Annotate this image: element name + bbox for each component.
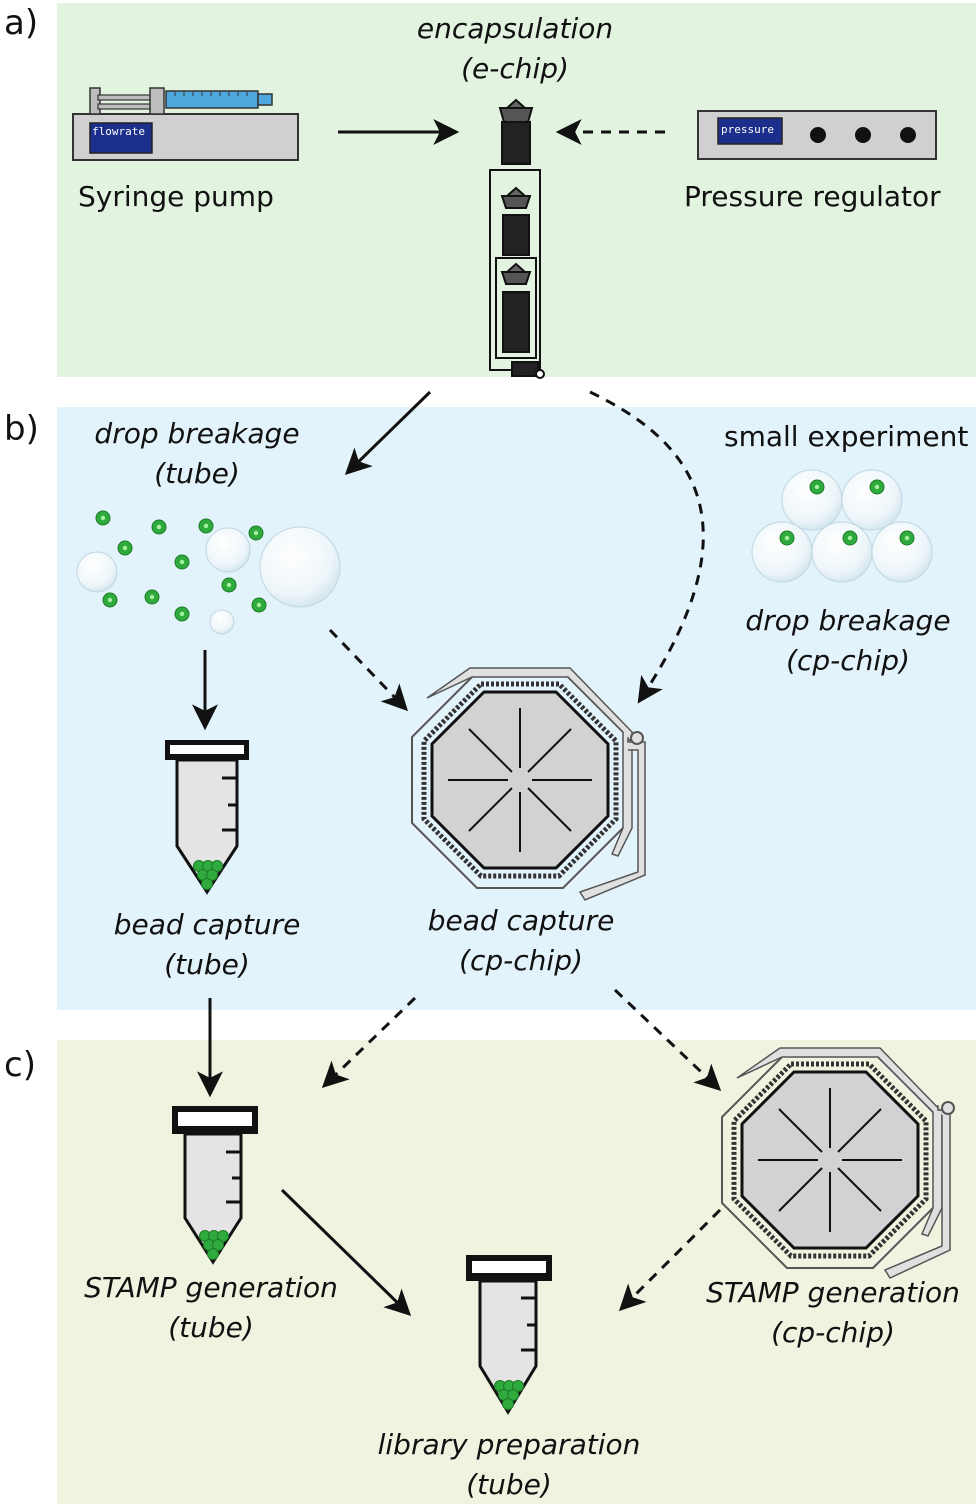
library-tube-icon <box>466 1255 552 1415</box>
bead-capture-tube-icon <box>165 740 249 895</box>
bead-capture-cp-sub: (cp-chip) <box>459 944 583 977</box>
library-prep-sub: (tube) <box>466 1468 552 1501</box>
panel-c-letter: c) <box>4 1045 36 1085</box>
encapsulation-label: encapsulation <box>417 12 613 45</box>
bead-capture-cp-label: bead capture <box>428 904 615 937</box>
stamp-tube-icon <box>172 1106 258 1265</box>
stamp-cp-label: STAMP generation <box>706 1276 960 1309</box>
drop-breakage-tube-sub: (tube) <box>154 457 240 490</box>
e-chip-icon <box>489 98 545 379</box>
library-prep-label: library preparation <box>378 1428 641 1461</box>
stamp-cp-sub: (cp-chip) <box>771 1316 895 1349</box>
drop-beads <box>779 479 915 546</box>
cp-chip-icon <box>411 667 646 901</box>
bead-capture-tube-sub: (tube) <box>164 948 250 981</box>
pressure-regulator-label: Pressure regulator <box>684 180 941 213</box>
pressure-regulator-icon: pressure <box>697 110 937 160</box>
arrow-cp-to-stamp-tube <box>321 996 417 1089</box>
drop-breakage-cp-sub: (cp-chip) <box>786 644 910 677</box>
arrow-drops-to-cp-chip <box>328 628 409 712</box>
panel-b-letter: b) <box>4 409 39 449</box>
drop-bead-centers <box>784 484 910 541</box>
stamp-cp-chip-icon <box>721 1047 955 1279</box>
arrow-chip-to-drop-breakage <box>344 390 432 476</box>
broken-drops-icon <box>76 526 341 635</box>
small-experiment-label: small experiment <box>724 420 968 453</box>
stamp-tube-label: STAMP generation <box>84 1271 338 1304</box>
svg-text:flowrate: flowrate <box>92 125 145 138</box>
encapsulation-chip-label: (e-chip) <box>461 52 569 85</box>
syringe-pump-icon: flowrate <box>72 87 299 161</box>
syringe-pump-label: Syringe pump <box>78 180 274 213</box>
arrow-chip-to-bead-capture-cp <box>589 390 705 704</box>
panel-a-letter: a) <box>4 3 38 43</box>
arrow-stamp-tube-to-library <box>280 1188 412 1317</box>
svg-text:pressure: pressure <box>721 123 774 136</box>
arrow-stamp-cp-to-library <box>618 1208 722 1312</box>
stamp-tube-sub: (tube) <box>168 1311 254 1344</box>
loose-bead-centers <box>100 515 262 617</box>
drop-breakage-cp-label: drop breakage <box>745 604 950 637</box>
bead-capture-tube-label: bead capture <box>114 908 301 941</box>
drop-breakage-tube-label: drop breakage <box>94 417 299 450</box>
arrow-cp-to-stamp-cp <box>613 988 722 1091</box>
